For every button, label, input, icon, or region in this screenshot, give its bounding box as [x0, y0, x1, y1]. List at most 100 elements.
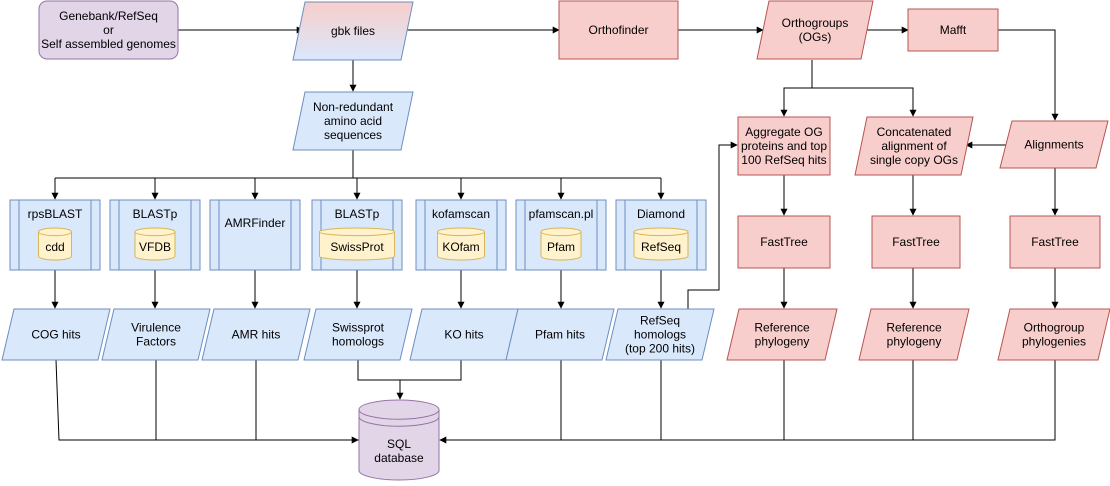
edges-layer — [51, 26, 1059, 444]
edge-ogs-aggregate — [780, 60, 813, 117]
alignments-node: Alignments — [999, 120, 1109, 169]
tool_kofam-db-cylinder-rim — [437, 231, 485, 237]
tool_blastp1-label: BLASTp — [133, 207, 178, 221]
ref_phylo1-label-line: phylogeny — [755, 335, 810, 349]
out_cog-shape — [1, 308, 111, 361]
edge-phylo3-db — [660, 360, 1056, 441]
tool_rps-db-cylinder-body — [38, 227, 72, 261]
out_pfam-label: Pfam hits — [535, 328, 585, 342]
fasttree1-label-line: FastTree — [760, 235, 808, 249]
out_cog-node: COG hits — [1, 308, 111, 361]
ref_phylo2-label-line: Reference — [886, 321, 942, 335]
gbk-label: gbk files — [331, 24, 375, 38]
out_refseq-label-line: (top 200 hits) — [625, 342, 695, 356]
out_cog-label-line: COG hits — [31, 328, 80, 342]
orthofinder-node: Orthofinder — [558, 0, 679, 60]
ogs-label-line: Orthogroups — [782, 16, 849, 30]
tool_diamond-db-cylinder: RefSeq — [633, 227, 689, 261]
fasttree3-label-line: FastTree — [1031, 235, 1079, 249]
tool_pfam-db-cylinder-body — [540, 227, 582, 261]
nr-label-line: amino acid — [324, 114, 382, 128]
tool_rps-label: rpsBLAST — [28, 207, 83, 221]
out_swiss-label-line: homologs — [332, 335, 384, 349]
tool_amr-label: AMRFinder — [225, 216, 286, 230]
fasttree1-node: FastTree — [737, 215, 831, 269]
tool_diamond-db-cylinder-body — [633, 227, 689, 261]
ogs-label: Orthogroups(OGs) — [782, 16, 849, 44]
tool_pfam-label: pfamscan.pl — [529, 207, 594, 221]
aggregate-label-line: Aggregate OG — [745, 125, 822, 139]
fasttree2-shape — [871, 215, 961, 269]
edge-mafft-alignments — [998, 29, 1059, 121]
tool_rps-db-cylinder-rim — [38, 231, 72, 237]
tool_rps-db-label: cdd — [45, 240, 64, 254]
tool_pfam-db-label: Pfam — [547, 240, 575, 254]
mafft-label: Mafft — [940, 23, 967, 37]
tool_diamond-label: Diamond — [637, 207, 685, 221]
sql-label-line: SQL — [387, 437, 411, 451]
tool_kofam-label: kofamscan — [432, 207, 490, 221]
out_vf-shape — [101, 308, 211, 361]
ogs-label-line: (OGs) — [799, 30, 832, 44]
tool_blastp2-label: BLASTp — [335, 207, 380, 221]
tool_pfam-db-cylinder: Pfam — [540, 227, 582, 261]
nr-label-line: sequences — [324, 128, 382, 142]
tool_diamond-db-cylinder-rim — [633, 231, 689, 237]
alignments-label: Alignments — [1024, 138, 1083, 152]
mafft-shape — [907, 8, 999, 52]
orthofinder-label-line: Orthofinder — [588, 23, 648, 37]
gbk-label-line: gbk files — [331, 24, 375, 38]
out_swiss-label-line: Swissprot — [332, 321, 385, 335]
og_phylo-shape — [997, 308, 1110, 361]
tool_amr-label-line: AMRFinder — [225, 216, 286, 230]
out_vf-label-line: Virulence — [131, 321, 181, 335]
out_vf-label-line: Factors — [136, 335, 176, 349]
ogs-node: Orthogroups(OGs) — [756, 0, 874, 60]
aggregate-shape — [737, 116, 831, 176]
genomes-label-line: Self assembled genomes — [41, 37, 176, 51]
tool_diamond-db-label: RefSeq — [641, 240, 681, 254]
tool_blastp2-db-cylinder: SwissProt — [319, 227, 395, 261]
edge-ko-db — [400, 360, 462, 381]
out_pfam-shape — [505, 308, 615, 361]
ref_phylo2-label-line: phylogeny — [887, 335, 942, 349]
edge-cog-db — [55, 359, 359, 441]
tool_pfam-db-cylinder-rim — [540, 231, 582, 237]
ref_phylo2-shape — [858, 308, 970, 361]
tool_amr-node: AMRFinder — [209, 199, 301, 271]
out_ko-label: KO hits — [444, 328, 483, 342]
tool_blastp1-db-cylinder-body — [134, 227, 176, 261]
out_pfam-node: Pfam hits — [505, 308, 615, 361]
gbk-shape — [292, 1, 414, 61]
ref_phylo1-shape — [726, 308, 838, 361]
aggregate-label-line: 100 RefSeq hits — [741, 153, 826, 167]
tool_blastp2-db-cylinder-body — [319, 227, 395, 261]
tool_blastp2-db-cylinder-rim — [319, 231, 395, 237]
fasttree1-label: FastTree — [760, 235, 808, 249]
fasttree2-label-line: FastTree — [892, 235, 940, 249]
sql-cylinder-rim — [358, 409, 440, 420]
fasttree3-shape — [1009, 215, 1101, 269]
tool_blastp1-db-cylinder-rim — [134, 231, 176, 237]
og_phylo-label-line: Orthogroup — [1024, 321, 1085, 335]
out_amr-label-line: AMR hits — [232, 328, 281, 342]
concat-label-line: single copy OGs — [870, 153, 958, 167]
gbk-node: gbk files — [292, 1, 414, 61]
aggregate-label-line: proteins and top — [741, 139, 827, 153]
tool_blastp1-db-cylinder: VFDB — [134, 227, 176, 261]
